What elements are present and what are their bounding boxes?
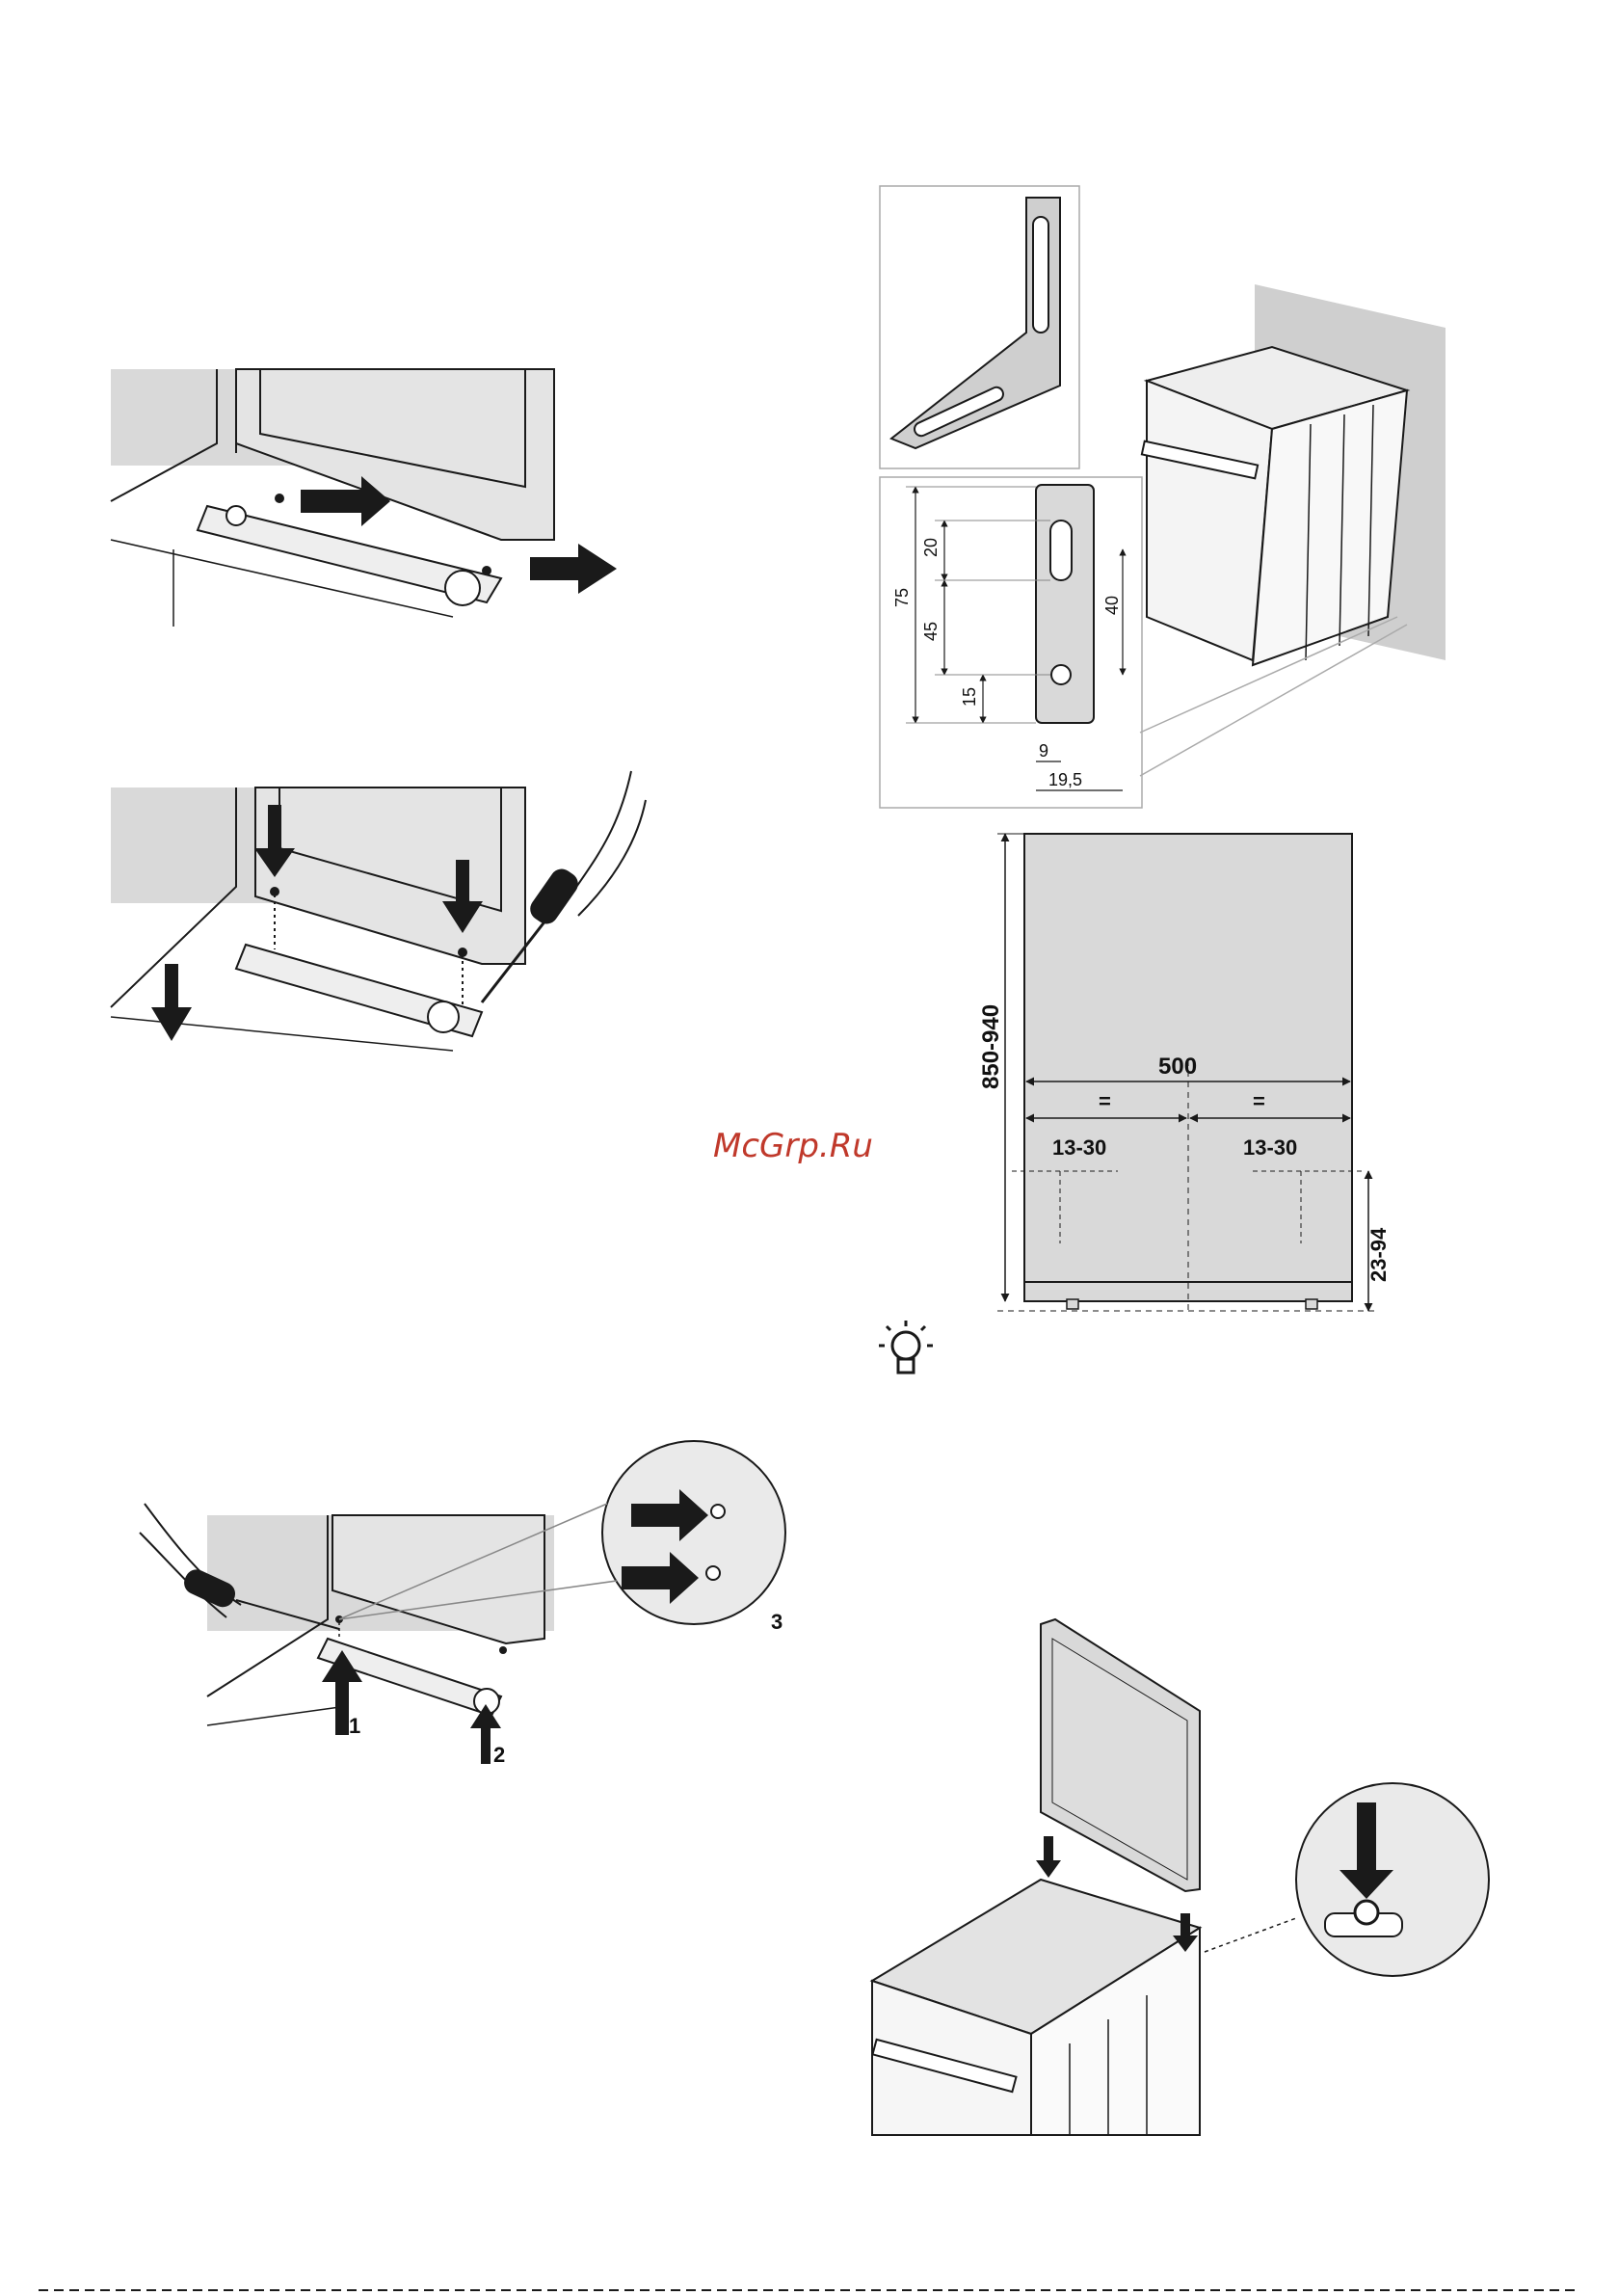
cooker-wall-illustration (1140, 284, 1446, 776)
plinth-refit-illustration: 1 2 3 (140, 1441, 785, 1767)
watermark: McGrp.Ru (713, 1127, 873, 1165)
offset-left-label: 13-30 (1052, 1135, 1106, 1160)
bracket-dim-19-5: 19,5 (1048, 770, 1082, 789)
niche-dimension-diagram: 850-940 500 = = 13-30 13-30 23-94 (978, 834, 1391, 1311)
niche-width-label: 500 (1158, 1054, 1197, 1080)
lid-fitting-illustration (872, 1619, 1489, 2135)
anti-tip-bracket-illustration: 20 75 45 15 40 9 19,5 (880, 186, 1142, 808)
bracket-dim-20: 20 (921, 538, 941, 557)
arrow-right-icon (530, 544, 617, 594)
callout-2: 2 (493, 1743, 505, 1767)
bracket-dim-75: 75 (892, 588, 912, 607)
callout-3: 3 (771, 1610, 782, 1634)
offset-right-label: 13-30 (1243, 1135, 1297, 1160)
plinth-screw-illustration (111, 771, 646, 1051)
equal-right-label: = (1253, 1089, 1265, 1113)
arrow-down-icon (151, 964, 192, 1041)
bracket-dim-15: 15 (960, 687, 979, 707)
plinth-removal-illustration (111, 369, 617, 627)
equal-left-label: = (1099, 1089, 1111, 1113)
lightbulb-icon (879, 1321, 933, 1373)
bracket-dim-40: 40 (1102, 596, 1122, 615)
bracket-dim-45: 45 (921, 622, 941, 641)
foot-height-label: 23-94 (1366, 1227, 1391, 1282)
arrow-down-icon (1036, 1836, 1061, 1878)
niche-height-label: 850-940 (978, 1004, 1004, 1089)
callout-1: 1 (349, 1714, 360, 1738)
bracket-dim-9: 9 (1039, 741, 1048, 761)
